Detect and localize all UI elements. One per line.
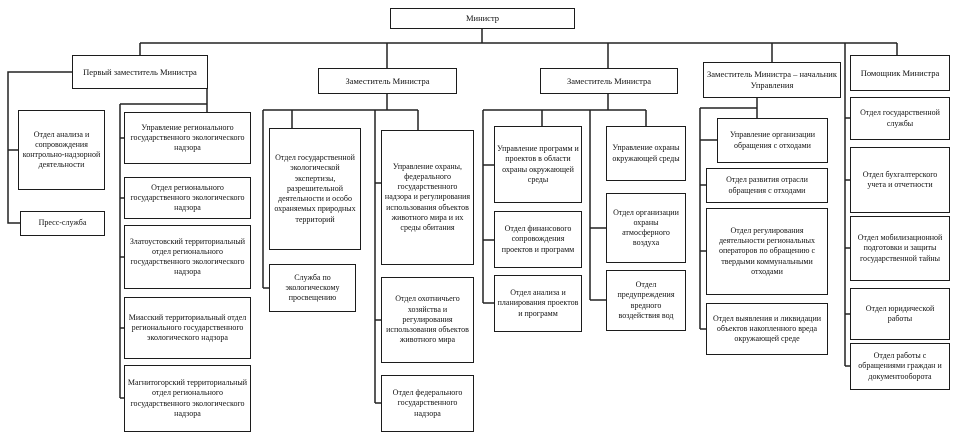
node-minister: Министр xyxy=(390,8,575,29)
node-eco-education-service: Служба по экологическому просвещению xyxy=(269,264,356,312)
node-expertise-dept: Отдел государственной экологической эксп… xyxy=(269,128,361,250)
node-waste-industry-dept: Отдел развития отрасли обращения с отход… xyxy=(706,168,828,203)
node-federal-supervision-dept: Отдел федерального государственного надз… xyxy=(381,375,474,432)
node-accumulated-harm-dept: Отдел выявления и ликвидации объектов на… xyxy=(706,303,828,355)
node-legal-dept: Отдел юридической работы xyxy=(850,288,950,340)
node-deputy4: Заместитель Министра – начальник Управле… xyxy=(703,62,841,98)
node-accounting-dept: Отдел бухгалтерского учета и отчетности xyxy=(850,147,950,213)
node-air-protection-dept: Отдел организации охраны атмосферного во… xyxy=(606,193,686,263)
node-assistant: Помощник Министра xyxy=(850,55,950,91)
node-deputy3: Заместитель Министра xyxy=(540,68,678,94)
node-citizens-appeals-dept: Отдел работы с обращениями граждан и док… xyxy=(850,343,950,390)
node-waste-directorate: Управление организации обращения с отход… xyxy=(717,118,828,163)
node-water-impact-dept: Отдел предупреждения вредного воздействи… xyxy=(606,270,686,331)
node-press-service: Пресс-служба xyxy=(20,211,105,236)
node-magnitogorsk-dept: Магнитогорский территориальный отдел рег… xyxy=(124,365,251,432)
node-waste-operators-dept: Отдел регулирования деятельности региона… xyxy=(706,208,828,295)
node-regional-supervision-directorate: Управление регионального государственног… xyxy=(124,112,251,164)
node-hunting-dept: Отдел охотничьего хозяйства и регулирова… xyxy=(381,277,474,363)
node-miass-dept: Миасский территориальный отдел региональ… xyxy=(124,297,251,359)
node-environment-directorate: Управление охраны окружающей среды xyxy=(606,126,686,181)
node-fauna-directorate: Управление охраны, федерального государс… xyxy=(381,130,474,265)
node-programs-directorate: Управление программ и проектов в области… xyxy=(494,126,582,203)
node-mobilization-dept: Отдел мобилизационной подготовки и защит… xyxy=(850,216,950,281)
node-finance-support-dept: Отдел финансового сопровождения проектов… xyxy=(494,211,582,268)
node-deputy2: Заместитель Министра xyxy=(318,68,457,94)
node-regional-supervision-dept: Отдел регионального государственного эко… xyxy=(124,177,251,219)
node-first-deputy: Первый заместитель Министра xyxy=(72,55,208,89)
node-analysis-planning-dept: Отдел анализа и планирования проектов и … xyxy=(494,275,582,332)
node-zlatoust-dept: Златоустовский территориальный отдел рег… xyxy=(124,225,251,289)
node-civil-service-dept: Отдел государственной службы xyxy=(850,97,950,140)
node-analysis-dept: Отдел анализа и сопровождения контрольно… xyxy=(18,110,105,190)
